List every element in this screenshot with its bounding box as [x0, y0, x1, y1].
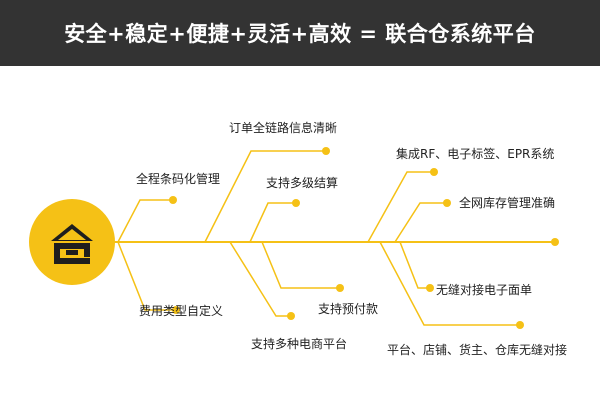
node-dot [516, 321, 524, 329]
node-dot [426, 284, 434, 292]
node-dot [172, 306, 180, 314]
branch-multi-settle-line [249, 202, 296, 243]
label-barcode: 全程条码化管理 [136, 172, 221, 186]
label-prepay: 支持预付款 [318, 302, 379, 316]
branch-ecommerce-line [229, 241, 291, 317]
label-rfid: 集成RF、电子标签、EPR系统 [396, 147, 555, 161]
branch-platform-line [379, 241, 520, 326]
node-dot [336, 284, 344, 292]
node-dot [287, 312, 295, 320]
label-order-trace: 订单全链路信息清晰 [229, 121, 338, 135]
page-title: 安全+稳定+便捷+灵活+高效 = 联合仓系统平台 [64, 22, 536, 46]
node-dot [443, 199, 451, 207]
branch-rfid-line [367, 171, 434, 243]
branch-barcode-line [117, 199, 173, 243]
warehouse-logo-icon [29, 199, 115, 285]
label-platform: 平台、店铺、货主、仓库无缝对接 [387, 343, 568, 357]
node-dot [322, 147, 330, 155]
label-multi-settle: 支持多级结算 [266, 176, 339, 190]
branch-inventory-line [394, 202, 447, 243]
branch-cost-type-line [117, 241, 176, 311]
title-banner: 安全+稳定+便捷+灵活+高效 = 联合仓系统平台 [0, 0, 600, 66]
label-cost-type: 费用类型自定义 [139, 304, 224, 318]
label-inventory: 全网库存管理准确 [459, 196, 556, 210]
branch-prepay-line [261, 241, 340, 289]
node-dot [292, 199, 300, 207]
branch-waybill-line [399, 241, 430, 289]
spine-end-dot [551, 238, 559, 246]
node-dot [430, 168, 438, 176]
label-ecommerce: 支持多种电商平台 [251, 337, 348, 351]
label-waybill: 无缝对接电子面单 [436, 283, 533, 297]
node-dot [169, 196, 177, 204]
branch-order-trace-line [204, 150, 326, 243]
